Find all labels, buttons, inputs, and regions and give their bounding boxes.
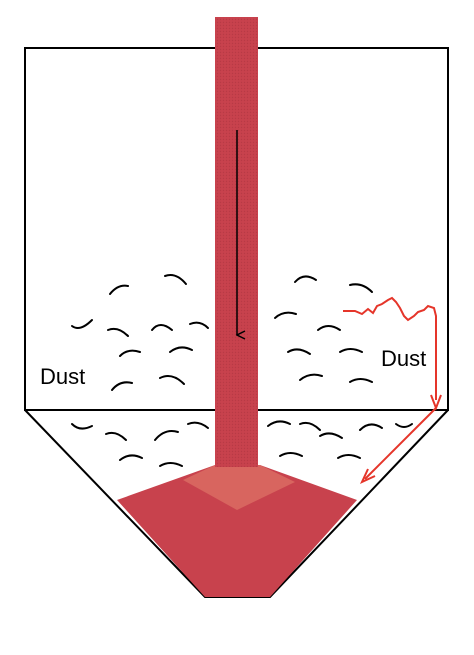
arc-icon <box>279 452 303 457</box>
arc-icon <box>359 423 383 431</box>
dust-label-left: Dust <box>40 364 85 389</box>
arc-icon <box>154 430 179 441</box>
arc-icon <box>287 348 311 355</box>
arc-icon <box>119 349 141 357</box>
arc-icon <box>169 346 193 353</box>
arc-icon <box>189 321 209 329</box>
arc-icon <box>187 421 209 429</box>
arc-icon <box>349 378 373 383</box>
dust-escape-path <box>343 296 442 485</box>
material-pile-peak <box>183 465 295 510</box>
arrow-down-left-icon <box>359 468 376 485</box>
arc-icon <box>164 274 187 285</box>
arc-icon <box>349 283 373 293</box>
arc-icon <box>109 284 129 295</box>
dust-particles <box>71 274 413 467</box>
arc-icon <box>339 348 363 353</box>
material-pile <box>117 465 357 597</box>
arc-icon <box>151 324 173 331</box>
arc-icon <box>71 423 93 430</box>
arc-icon <box>299 421 321 431</box>
arc-icon <box>111 381 133 391</box>
arc-icon <box>267 420 291 427</box>
arc-icon <box>319 432 343 439</box>
arc-icon <box>159 375 185 385</box>
arc-icon <box>294 275 317 283</box>
arc-icon <box>317 325 341 331</box>
arc-icon <box>274 311 297 319</box>
arc-icon <box>299 373 323 381</box>
arc-icon <box>119 454 143 461</box>
arc-icon <box>71 319 93 329</box>
dust-label-right: Dust <box>381 346 426 371</box>
arc-icon <box>337 454 361 459</box>
arc-icon <box>105 431 127 441</box>
arc-icon <box>159 462 183 467</box>
arc-icon <box>107 327 129 337</box>
arc-icon <box>395 423 413 428</box>
